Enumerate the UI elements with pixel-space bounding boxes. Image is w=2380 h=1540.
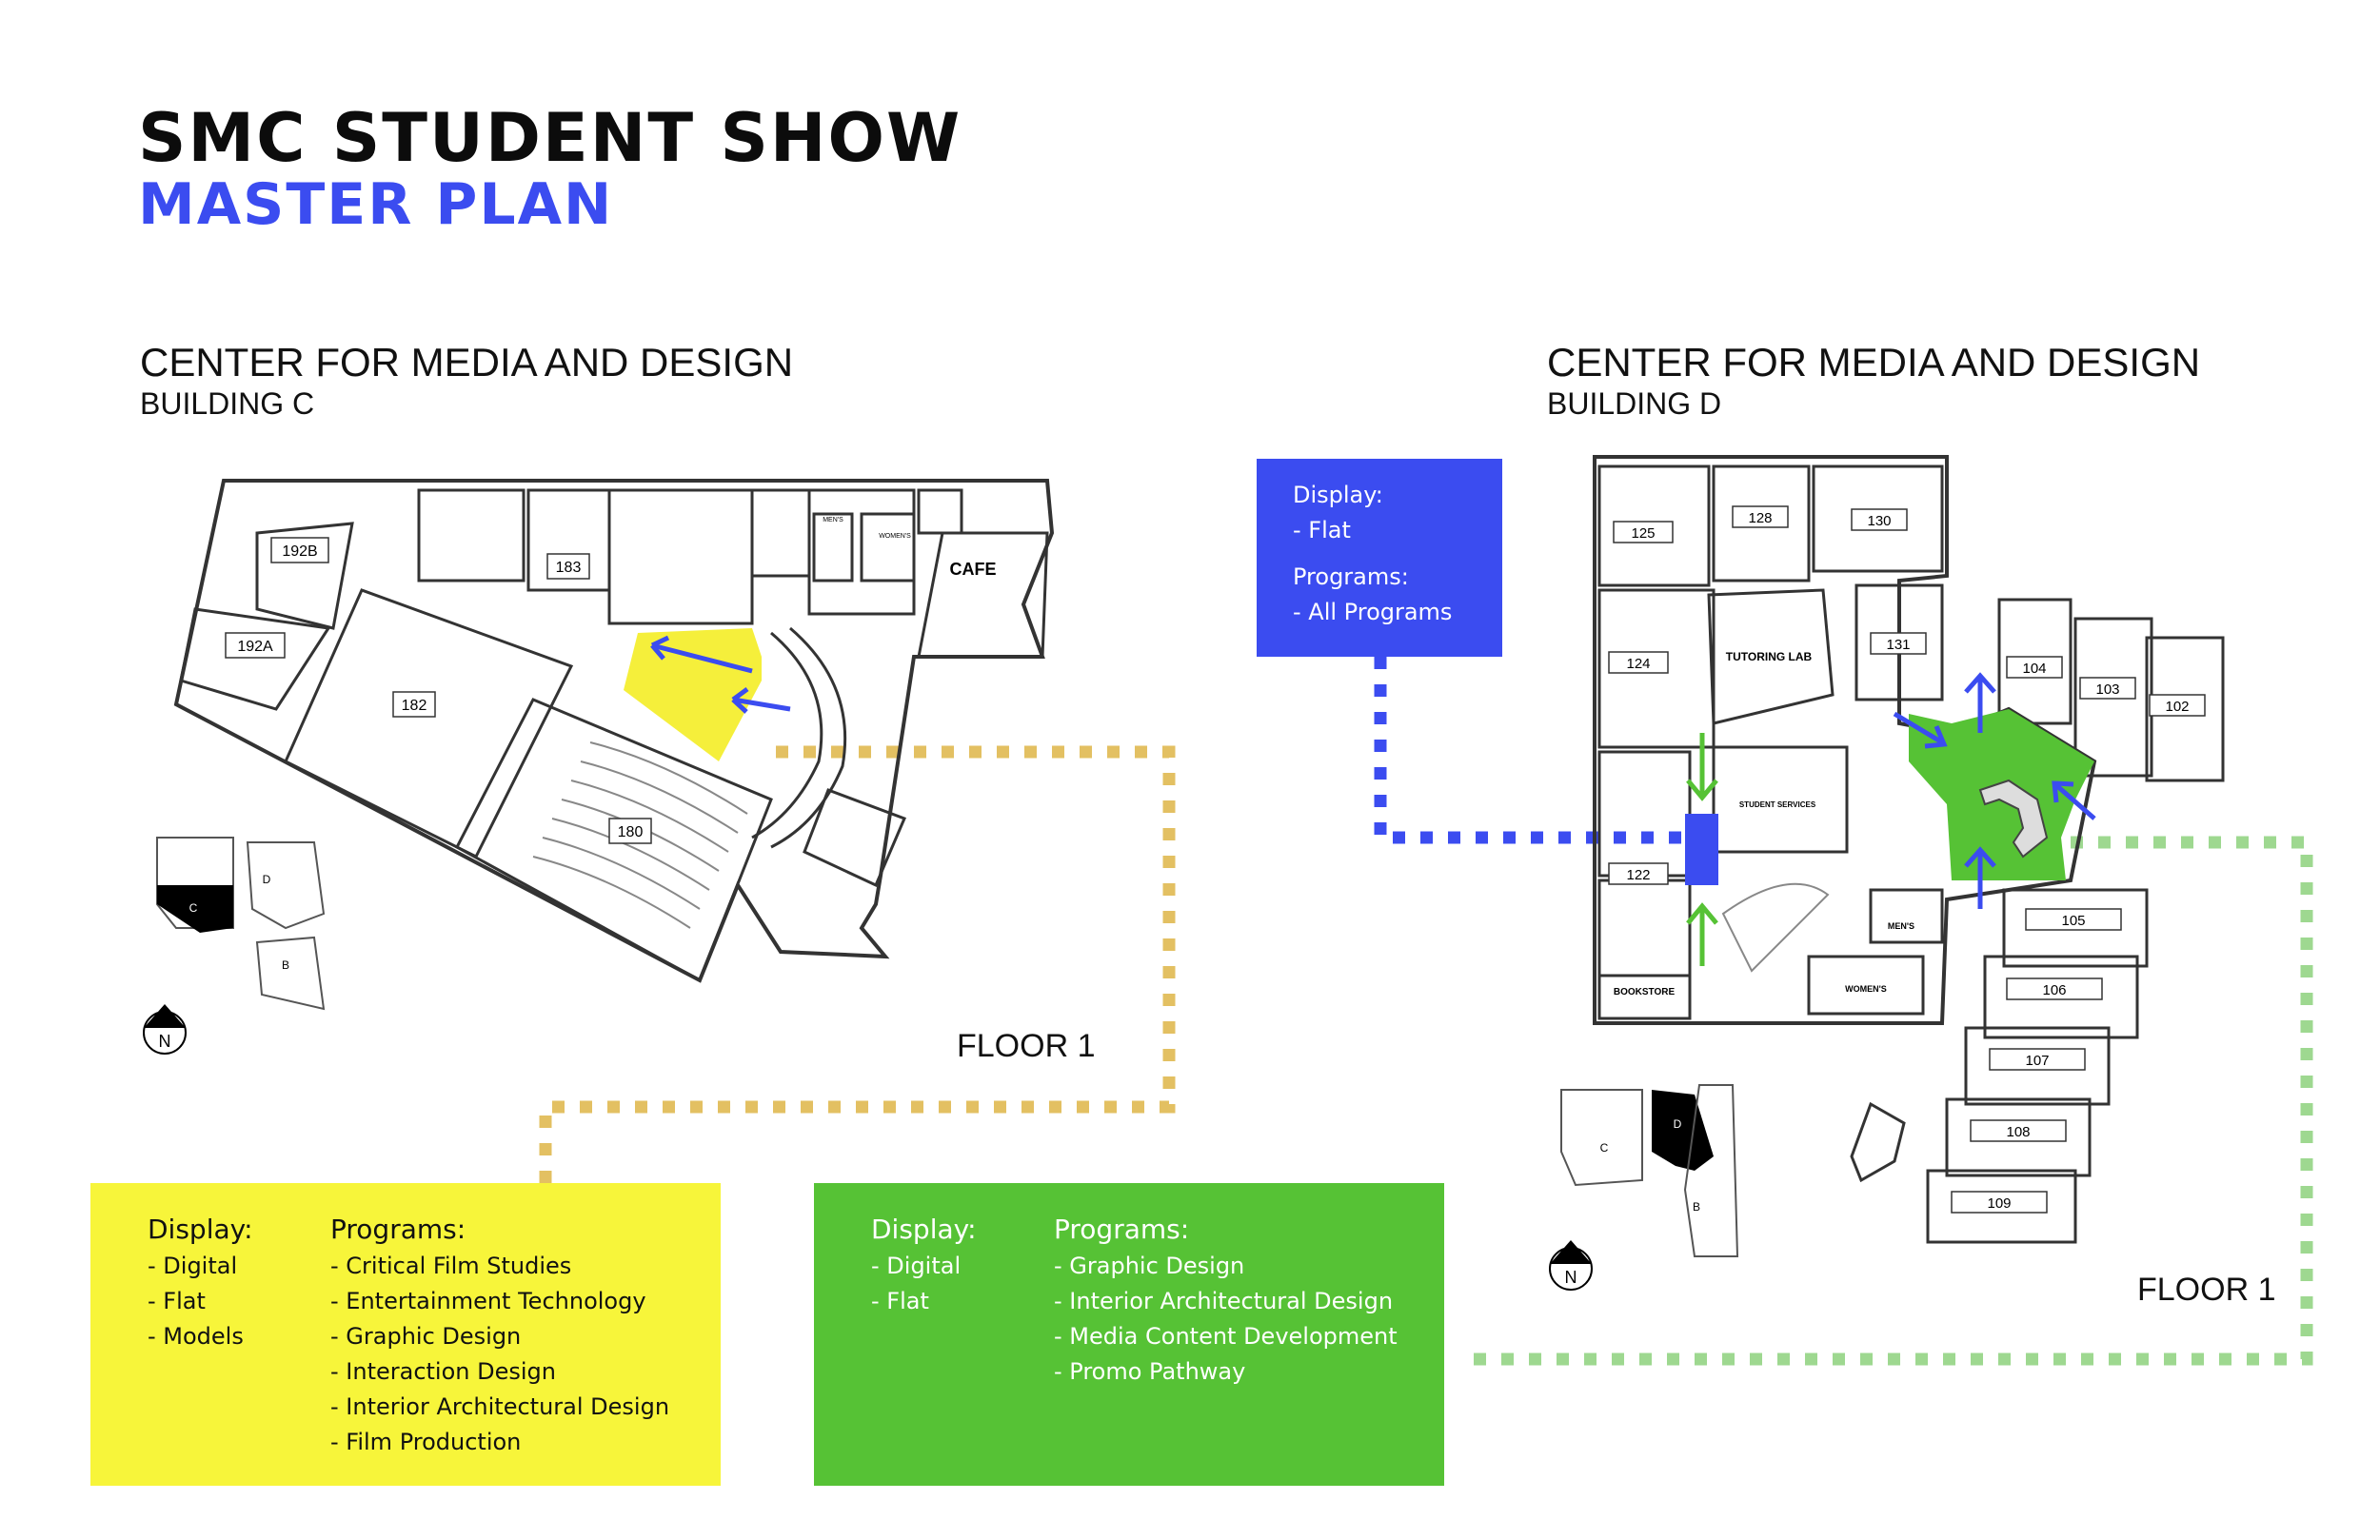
room-183: 183 (556, 560, 582, 576)
legend-blue-display-item: - Flat (1293, 517, 1351, 543)
room-105: 105 (2061, 913, 2085, 929)
north-arrow-icon: N (143, 1004, 187, 1055)
room-192a: 192A (237, 639, 273, 655)
room-104: 104 (2022, 661, 2046, 677)
restroom-mens-c: MEN'S (823, 517, 843, 523)
legend-yellow-box: Display: - Digital - Flat - Models Progr… (90, 1183, 721, 1486)
room-130: 130 (1867, 513, 1891, 529)
building-d-key-map: C D B N (1549, 1084, 1739, 1291)
building-c-subtitle: BUILDING C (140, 386, 315, 421)
room-192b: 192B (282, 543, 317, 560)
legend-yellow-program-item: - Critical Film Studies (330, 1253, 572, 1279)
building-d-room-labels: 125 128 130 124 TUTORING LAB 131 104 103… (1608, 505, 2206, 1214)
room-180: 180 (618, 824, 644, 840)
room-102: 102 (2165, 699, 2189, 715)
legend-yellow-display-item: - Flat (148, 1288, 206, 1314)
legend-green-display-item: - Flat (871, 1288, 929, 1314)
legend-yellow-programs-heading: Programs: (330, 1214, 466, 1245)
building-c-room-labels: 192B 192A 183 182 180 CAFE MEN'S WOMEN'S (225, 517, 997, 844)
room-182: 182 (402, 698, 427, 714)
legend-yellow-program-item: - Graphic Design (330, 1323, 522, 1350)
legend-green-display-heading: Display: (871, 1214, 977, 1245)
key-map-d-label-c: C (1600, 1141, 1609, 1155)
legend-yellow-program-item: - Interior Architectural Design (330, 1393, 670, 1420)
legend-green-program-item: - Interior Architectural Design (1054, 1288, 1394, 1314)
yellow-connector (539, 745, 1176, 1185)
room-131: 131 (1886, 637, 1910, 653)
room-tutoring-lab: TUTORING LAB (1726, 650, 1813, 663)
building-d-subtitle: BUILDING D (1547, 386, 1722, 421)
north-arrow-icon: N (1549, 1240, 1593, 1291)
room-128: 128 (1748, 510, 1772, 526)
room-108: 108 (2006, 1124, 2030, 1140)
key-map-c-label-c: C (189, 901, 198, 915)
green-connector (1461, 836, 2313, 1366)
room-103: 103 (2095, 681, 2119, 698)
legend-yellow-display-item: - Models (148, 1323, 244, 1350)
legend-yellow-program-item: - Film Production (330, 1429, 522, 1455)
legend-yellow-program-item: - Interaction Design (330, 1358, 556, 1385)
room-106: 106 (2042, 982, 2066, 998)
building-c-title: CENTER FOR MEDIA AND DESIGN (140, 340, 794, 385)
room-bookstore: BOOKSTORE (1614, 987, 1676, 997)
legend-green-box: Display: - Digital - Flat Programs: - Gr… (814, 1183, 1444, 1486)
page-title: SMC STUDENT SHOW (138, 99, 962, 177)
room-107: 107 (2025, 1053, 2049, 1069)
north-label-d: N (1565, 1268, 1577, 1287)
key-map-d-label-b: B (1693, 1200, 1700, 1214)
legend-green-program-item: - Promo Pathway (1054, 1358, 1246, 1385)
room-109: 109 (1987, 1195, 2011, 1212)
legend-blue-display-heading: Display: (1293, 482, 1383, 508)
restroom-womens-d: WOMEN'S (1845, 984, 1887, 994)
restroom-mens-d: MEN'S (1888, 921, 1914, 931)
page-subtitle: MASTER PLAN (138, 171, 614, 238)
legend-blue-program-item: - All Programs (1293, 599, 1453, 625)
room-125: 125 (1631, 525, 1655, 542)
legend-green-program-item: - Graphic Design (1054, 1253, 1245, 1279)
legend-yellow-display-item: - Digital (148, 1253, 238, 1279)
building-d-plan (1593, 455, 2225, 1244)
building-d-title: CENTER FOR MEDIA AND DESIGN (1547, 340, 2201, 385)
legend-green-programs-heading: Programs: (1054, 1214, 1190, 1245)
legend-yellow-display-heading: Display: (148, 1214, 253, 1245)
legend-green-program-item: - Media Content Development (1054, 1323, 1398, 1350)
room-student-services: STUDENT SERVICES (1739, 800, 1816, 809)
legend-blue-box: Display: - Flat Programs: - All Programs (1257, 459, 1502, 657)
legend-yellow-program-item: - Entertainment Technology (330, 1288, 646, 1314)
room-122: 122 (1626, 867, 1650, 883)
room-cafe: CAFE (950, 560, 997, 579)
building-d-floor-label: FLOOR 1 (2137, 1272, 2276, 1308)
key-map-c-label-d: D (263, 873, 271, 886)
building-c-key-map: C D B N (143, 837, 326, 1055)
key-map-c-label-b: B (282, 958, 289, 972)
key-map-d-label-d: D (1674, 1117, 1682, 1131)
blue-connector (1374, 657, 1690, 844)
north-label-c: N (159, 1032, 171, 1051)
legend-blue-programs-heading: Programs: (1293, 563, 1409, 590)
building-c-floor-label: FLOOR 1 (957, 1028, 1096, 1064)
building-c-plan (173, 479, 1055, 983)
restroom-womens-c: WOMEN'S (879, 533, 911, 540)
legend-green-display-item: - Digital (871, 1253, 962, 1279)
room-124: 124 (1626, 656, 1650, 672)
